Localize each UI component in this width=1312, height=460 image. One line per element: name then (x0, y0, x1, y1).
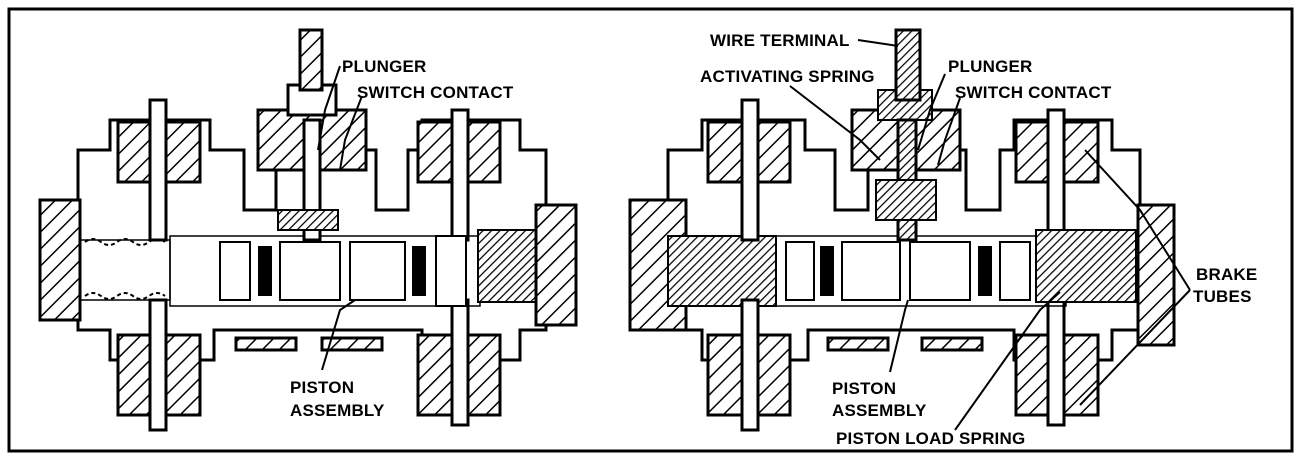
left-bottom-pad-1 (234, 336, 298, 352)
left-wire-terminal (298, 28, 324, 92)
left-bottom-pad-2 (320, 336, 384, 352)
right-bottom-pad-1 (826, 336, 890, 352)
right-piston-assembly (785, 241, 1031, 301)
left-piston-load-spring (477, 229, 539, 303)
label-wire-terminal: WIRE TERMINAL (710, 31, 850, 50)
right-brake-tube-top-1 (740, 98, 760, 242)
label-left-plunger: PLUNGER (342, 57, 427, 76)
label-activating-spring: ACTIVATING SPRING (700, 67, 875, 86)
right-valve-view (628, 28, 1191, 432)
right-left-spring (667, 235, 777, 307)
figure-frame (7, 7, 1294, 453)
label-left-switch-contact: SWITCH CONTACT (357, 83, 514, 102)
label-piston-load-spring: PISTON LOAD SPRING (836, 429, 1025, 448)
right-plunger-leader (917, 73, 946, 151)
left-switch-contact-leader (339, 95, 363, 171)
left-piston-leader (321, 299, 356, 371)
right-piston-leader (889, 299, 909, 373)
right-activating-spring-leader (789, 85, 881, 161)
right-piston-load-spring-leader (954, 291, 1061, 431)
label-right-piston: PISTON (832, 379, 896, 398)
right-piston-load-spring (1035, 229, 1137, 303)
label-right-plunger: PLUNGER (948, 57, 1033, 76)
left-brake-tube-bottom-1 (148, 298, 168, 432)
label-right-assembly: ASSEMBLY (832, 401, 927, 420)
label-right-switch-contact: SWITCH CONTACT (955, 83, 1112, 102)
right-brake-tube-leader-top (1084, 149, 1191, 291)
right-brake-tube-top-2 (1046, 108, 1066, 242)
right-bottom-pad-2 (920, 336, 984, 352)
left-brake-tube-top-2 (450, 108, 470, 242)
right-brake-tube-bottom-2 (1046, 298, 1066, 427)
right-switch-base (875, 179, 937, 221)
left-end-plug (38, 198, 82, 322)
right-right-end-plug (1136, 203, 1176, 347)
right-end-plug-left-view (534, 203, 578, 327)
right-switch-contact-leader (937, 97, 961, 166)
left-brake-tube-top-1 (148, 98, 168, 242)
right-wire-terminal-leader (857, 39, 899, 47)
label-tubes: TUBES (1193, 287, 1252, 306)
right-brake-tube-leader-bottom (1079, 289, 1191, 406)
left-plunger-leader (317, 65, 341, 151)
label-left-piston: PISTON (290, 378, 354, 397)
left-brake-tube-bottom-2 (450, 298, 470, 427)
label-brake: BRAKE (1196, 265, 1257, 284)
left-switch-base (277, 209, 339, 231)
label-left-assembly: ASSEMBLY (290, 401, 385, 420)
left-spring-dashed-2 (84, 292, 166, 300)
right-brake-tube-bottom-1 (740, 298, 760, 432)
right-wire-terminal (894, 28, 922, 102)
left-piston-assembly (219, 235, 467, 307)
left-valve-view (38, 28, 578, 432)
